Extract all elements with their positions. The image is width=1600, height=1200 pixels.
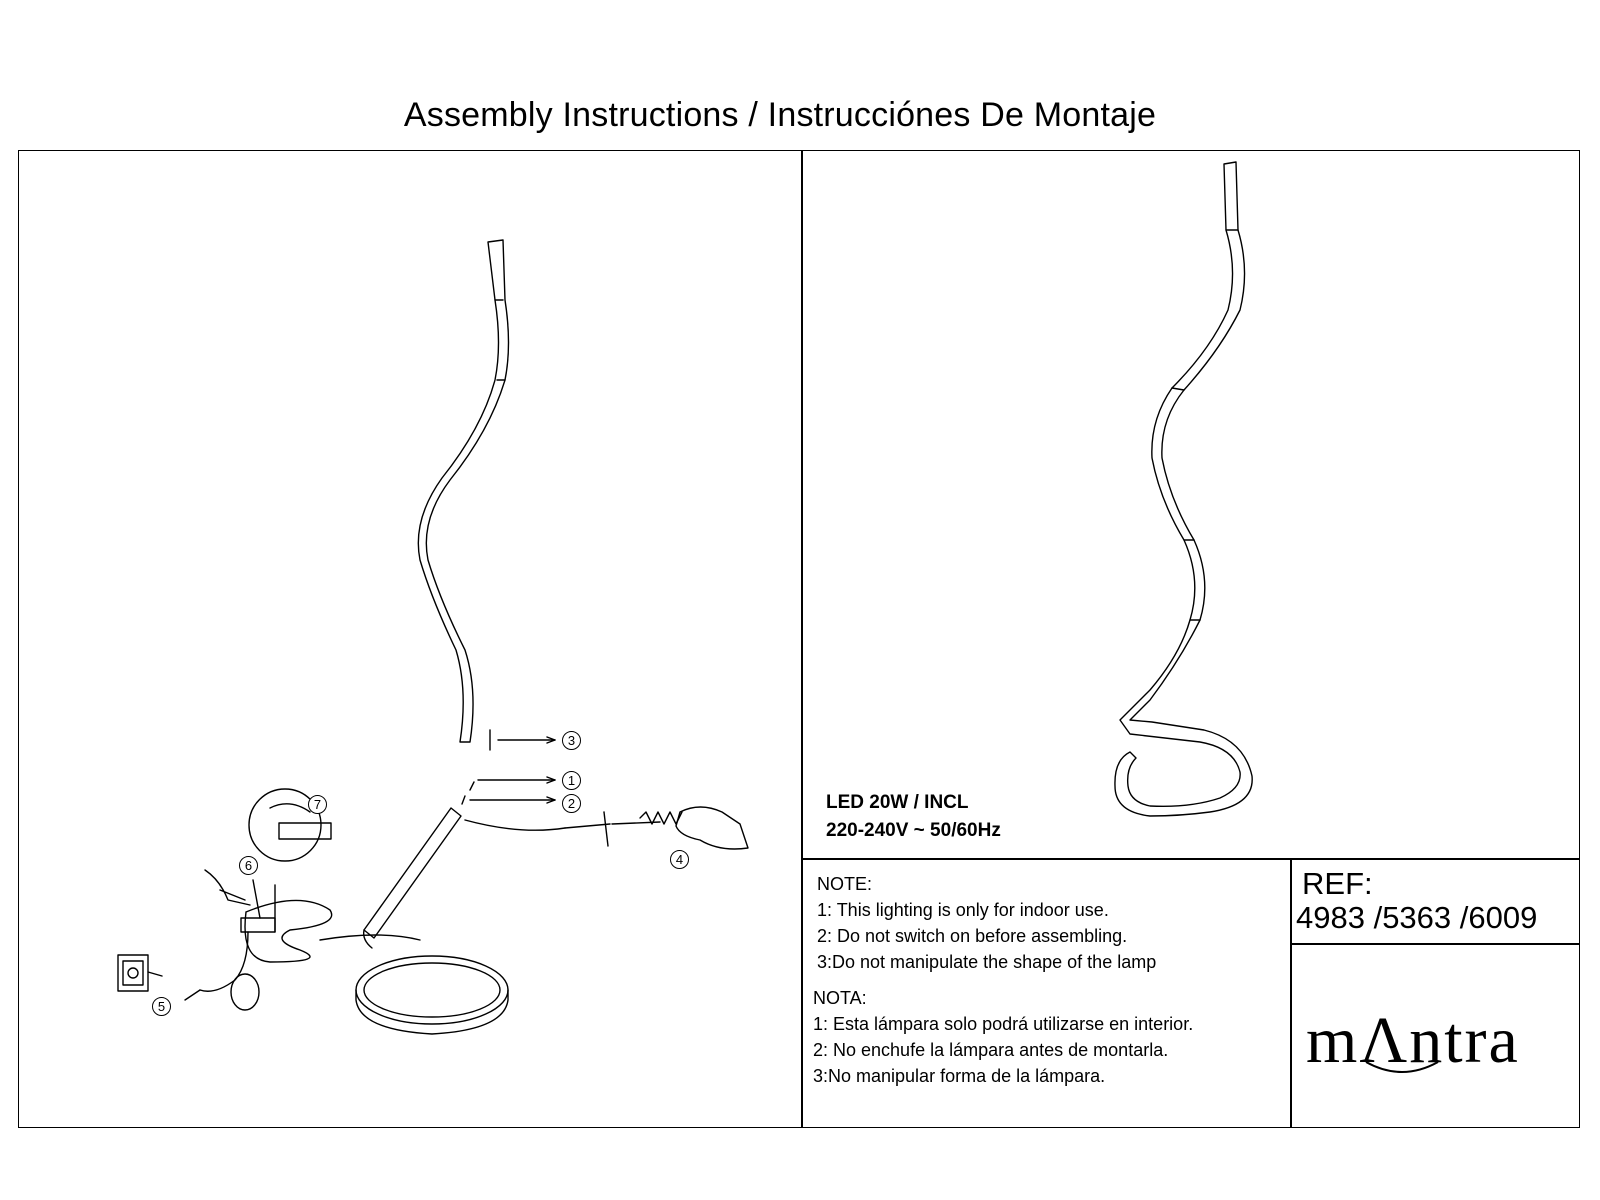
- note-es-item-1: 1: Esta lámpara solo podrá utilizarse en…: [813, 1014, 1194, 1034]
- spec-power: LED 20W / INCL: [826, 792, 969, 813]
- assembled-lamp-drawing: [1114, 161, 1253, 817]
- ref-numbers: 4983 /5363 /6009: [1296, 900, 1538, 935]
- exploded-lamp-drawing: [117, 239, 749, 1035]
- frame-divider-vertical: [801, 150, 803, 1128]
- note-es-item-3: 3:No manipular forma de la lámpara.: [813, 1066, 1106, 1086]
- logo-smile-icon: [1365, 1061, 1439, 1073]
- note-en-item-3: 3:Do not manipulate the shape of the lam…: [817, 952, 1157, 972]
- note-en-item-1: 1: This lighting is only for indoor use.: [817, 900, 1109, 920]
- note-en-heading: NOTE:: [817, 874, 873, 894]
- note-es-item-2: 2: No enchufe la lámpara antes de montar…: [813, 1040, 1169, 1060]
- frame-divider-horizontal: [801, 858, 1580, 860]
- page-title: Assembly Instructions / Instrucciónes De…: [403, 96, 1157, 134]
- brand-logo: mΛntra: [1306, 1004, 1520, 1077]
- note-es-heading: NOTA:: [813, 988, 867, 1008]
- step-2-marker: 2: [562, 794, 581, 813]
- step-7-marker: 7: [308, 795, 327, 814]
- step-3-marker: 3: [562, 731, 581, 750]
- step-6-marker: 6: [239, 856, 258, 875]
- notes-ref-divider: [1290, 858, 1292, 1128]
- drawing-frame: [18, 150, 1580, 1128]
- step-4-marker: 4: [670, 850, 689, 869]
- spec-voltage: 220-240V ~ 50/60Hz: [826, 820, 1001, 841]
- step-1-marker: 1: [562, 771, 581, 790]
- note-en-item-2: 2: Do not switch on before assembling.: [817, 926, 1128, 946]
- ref-label: REF:: [1302, 866, 1373, 901]
- ref-logo-divider: [1290, 943, 1580, 945]
- step-5-marker: 5: [152, 997, 171, 1016]
